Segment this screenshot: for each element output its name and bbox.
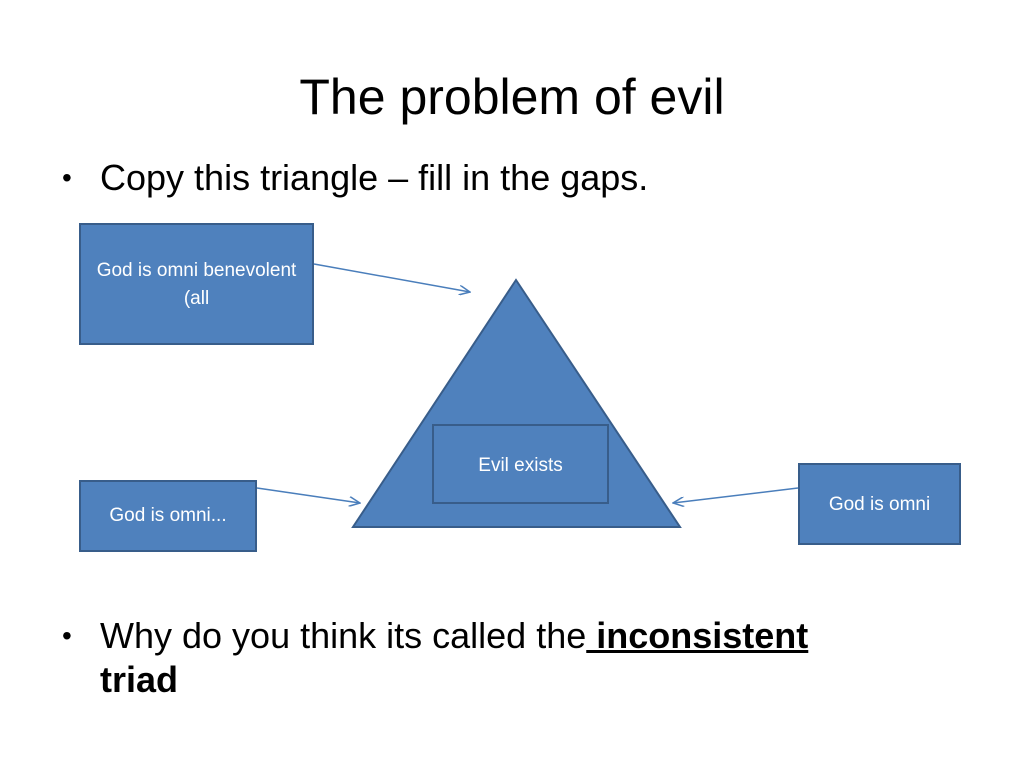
bullet-question: • Why do you think its called the incons… <box>62 614 962 702</box>
bullet-dot-icon: • <box>62 162 72 193</box>
arrow-right <box>673 487 799 503</box>
bullet-question-text: Why do you think its called the inconsis… <box>100 614 960 702</box>
bullet-dot-icon: • <box>62 620 72 651</box>
question-emphasis-inconsistent: inconsistent <box>586 615 809 656</box>
omni-right-label: God is omni <box>828 494 931 515</box>
omni-left-box: God is omni... <box>79 480 257 552</box>
omnibenevolent-box: God is omni benevolent (all <box>79 223 314 345</box>
question-lead: Why do you think its called the <box>100 615 587 656</box>
arrow-bottom-left <box>256 487 360 503</box>
bullet-instruction: • Copy this triangle – fill in the gaps. <box>62 156 962 200</box>
omnibenevolent-label: God is omni benevolent (all <box>96 260 297 309</box>
omni-left-label: God is omni... <box>109 505 227 526</box>
bullet-instruction-text: Copy this triangle – fill in the gaps. <box>100 157 649 198</box>
evil-exists-label: Evil exists <box>478 455 563 476</box>
slide-title: The problem of evil <box>299 69 725 125</box>
evil-exists-box: Evil exists <box>432 424 609 504</box>
omni-right-box: God is omni <box>798 463 961 545</box>
triangle-shape <box>351 278 682 528</box>
arrow-top-left <box>313 263 470 292</box>
question-emphasis-triad: triad <box>100 659 179 700</box>
